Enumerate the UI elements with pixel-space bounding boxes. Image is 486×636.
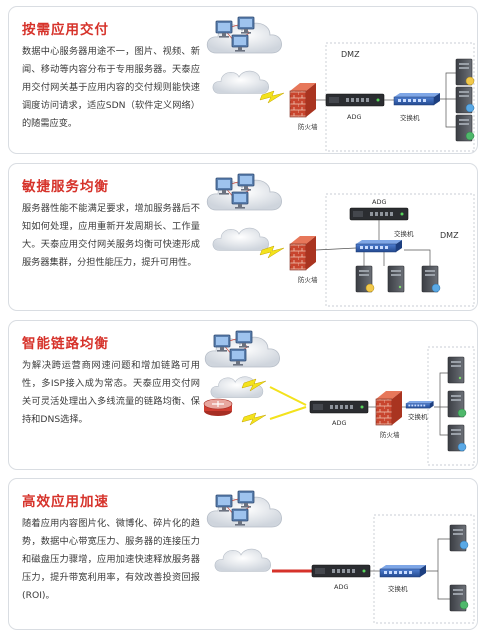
firewall-icon xyxy=(375,390,403,426)
section-title: 敏捷服务均衡 xyxy=(22,179,109,195)
switch-icon xyxy=(405,400,434,409)
network-diagram: DMZ 防火墙 ADG 交换机 xyxy=(206,16,475,152)
adg-gateway-icon xyxy=(349,207,409,221)
dmz-label: DMZ xyxy=(341,50,360,59)
section-description: 随着应用内容图片化、微博化、碎片化的趋势，数据中心带宽压力、服务器的连接压力和磁… xyxy=(22,518,200,601)
network-diagram: ADG 交换机 xyxy=(206,490,475,624)
section-efficient-acceleration: 高效应用加速 随着应用内容图片化、微博化、碎片化的趋势，数据中心带宽压力、服务器… xyxy=(8,478,478,630)
switch-label: 交换机 xyxy=(408,412,428,421)
network-diagram: DMZ 防火墙 ADG 交换机 xyxy=(206,173,475,307)
switch-label: 交换机 xyxy=(400,113,420,122)
network-cloud-icon xyxy=(212,227,269,251)
adg-label: ADG xyxy=(347,113,362,121)
switch-label: 交换机 xyxy=(388,584,408,593)
firewall-label: 防火墙 xyxy=(298,275,318,284)
section-title: 高效应用加速 xyxy=(22,494,109,510)
network-cloud-icon xyxy=(214,548,271,572)
section-description: 数据中心服务器用途不一，图片、视频、新闻、移动等内容分布于专用服务器。天泰应用交… xyxy=(22,46,200,129)
switch-label: 交换机 xyxy=(394,229,414,238)
section-title: 智能链路均衡 xyxy=(22,336,109,352)
server-icon xyxy=(387,265,405,293)
network-diagram: ADG 防火墙 交换机 xyxy=(203,330,475,466)
adg-label: ADG xyxy=(332,419,347,427)
section-description: 为解决跨运营商网速问题和增加链路可用性，多ISP接入成为常态。天泰应用交付网关可… xyxy=(22,360,200,425)
server-icon xyxy=(447,356,465,384)
switch-icon xyxy=(379,564,427,578)
section-title: 按需应用交付 xyxy=(22,22,109,38)
adg-label: ADG xyxy=(334,583,349,591)
firewall-icon xyxy=(289,82,317,118)
adg-label: ADG xyxy=(372,198,387,206)
server-zone xyxy=(373,514,475,624)
firewall-label: 防火墙 xyxy=(298,122,318,131)
switch-icon xyxy=(393,92,441,106)
firewall-icon xyxy=(289,235,317,271)
section-agile-load-balancing: 敏捷服务均衡 服务器性能不能满足要求，增加服务器后不知如何处理，应用重新开发周期… xyxy=(8,163,478,311)
adg-gateway-icon xyxy=(325,93,385,107)
network-cloud-icon xyxy=(212,70,269,94)
connection-bolt-icon xyxy=(241,412,267,426)
section-description: 服务器性能不能满足要求，增加服务器后不知如何处理，应用重新开发周期长、工作量大。… xyxy=(22,203,200,268)
dmz-label: DMZ xyxy=(440,231,459,240)
router-icon xyxy=(203,398,233,417)
adg-gateway-icon xyxy=(309,400,369,414)
section-on-demand-delivery: 按需应用交付 数据中心服务器用途不一，图片、视频、新闻、移动等内容分布于专用服务… xyxy=(8,6,478,154)
firewall-label: 防火墙 xyxy=(380,430,400,439)
section-smart-link-balancing: 智能链路均衡 为解决跨运营商网速问题和增加链路可用性，多ISP接入成为常态。天泰… xyxy=(8,320,478,470)
adg-gateway-icon xyxy=(311,564,371,578)
switch-icon xyxy=(355,239,403,253)
dmz-zone xyxy=(325,193,475,307)
